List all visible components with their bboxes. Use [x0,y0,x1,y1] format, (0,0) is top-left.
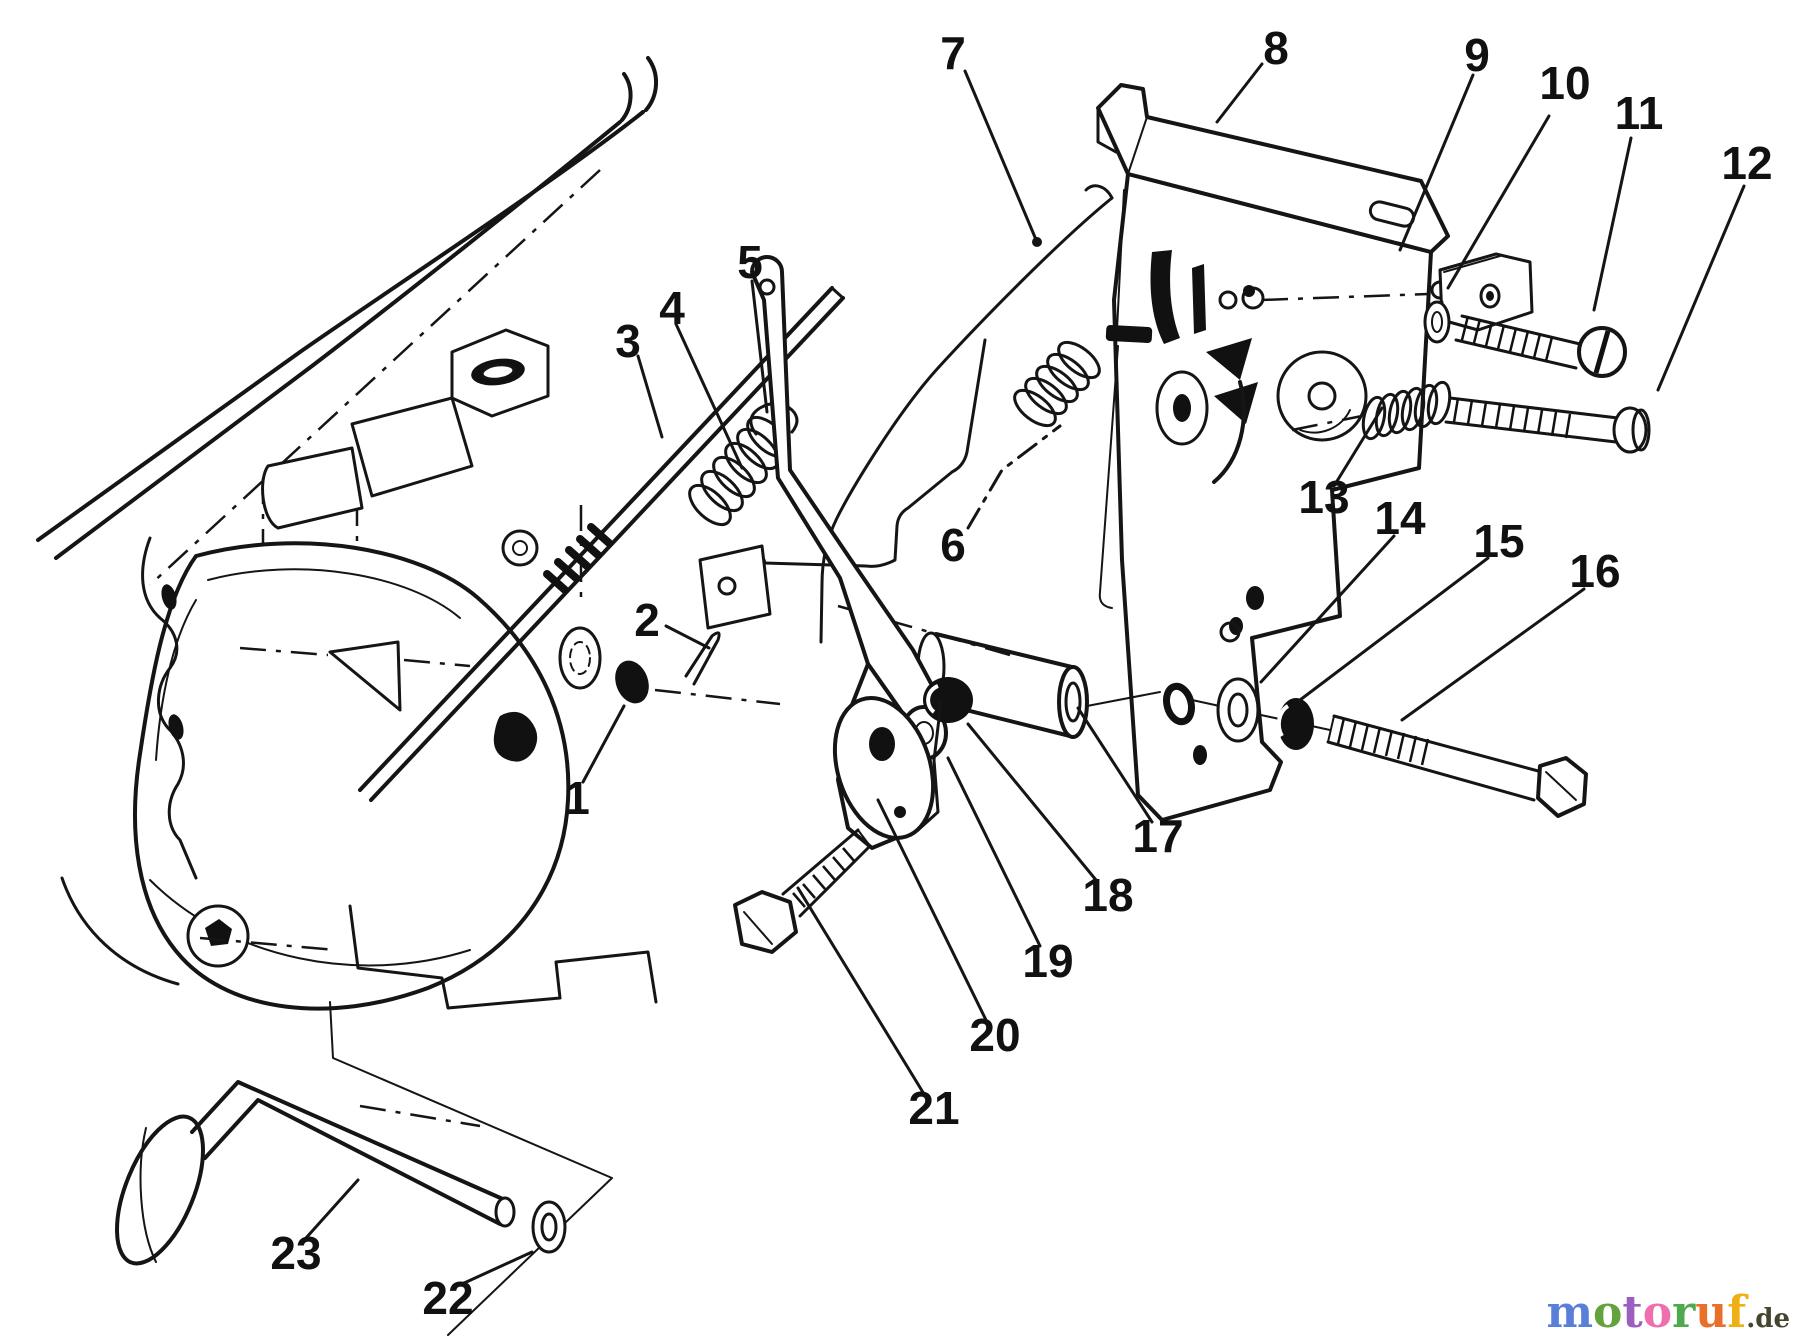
part-label-6: 6 [940,519,966,571]
part-label-23: 23 [270,1227,321,1279]
leader-line-19 [946,756,1042,948]
screw-12 [1444,396,1651,454]
part-label-20: 20 [969,1009,1020,1061]
watermark-letter: r [1672,1287,1696,1337]
part-label-3: 3 [615,315,641,367]
bell-crank-lever [615,255,973,954]
leader-line-20 [876,798,988,1022]
leader-line-17 [1076,706,1154,824]
part-label-18: 18 [1082,869,1133,921]
leader-line-4 [674,322,744,470]
part-label-11: 11 [1615,87,1664,139]
control-bracket [1096,83,1450,822]
part-label-7: 7 [940,27,966,79]
part-label-2: 2 [634,594,660,646]
leader-line-11 [1592,136,1633,312]
part-label-1: 1 [564,772,590,824]
part-label-13: 13 [1298,471,1349,523]
part-label-22: 22 [422,1272,473,1324]
leader-line-10 [1446,114,1551,290]
leader-line-13 [1332,406,1384,488]
nut-15 [1278,698,1314,750]
bolt-16 [1326,714,1588,818]
washer-10 [1423,300,1451,344]
leader-line-9 [1398,73,1475,252]
throttle-spring-6 [1013,340,1101,428]
washer-1 [615,660,649,704]
leader-line-21 [796,886,926,1096]
crankcase-housing [60,328,658,1011]
part-label-9: 9 [1464,29,1490,81]
screw-11 [1454,314,1627,378]
part-label-4: 4 [659,282,685,334]
part-label-10: 10 [1539,57,1590,109]
watermark-logo: motoruf.de [1546,1291,1790,1335]
leader-line-3 [636,354,664,439]
part-label-12: 12 [1721,137,1772,189]
leader-line-6 [966,424,1062,530]
leader-line-8 [1215,62,1264,124]
leader-line-7 [963,69,1039,244]
washer-14 [1216,677,1260,743]
part-label-14: 14 [1374,492,1426,544]
rod-spring-dark [543,523,613,594]
watermark-suffix: .de [1746,1304,1790,1334]
part-label-17: 17 [1132,810,1183,862]
nut-19 [923,677,973,723]
part-label-21: 21 [908,1082,959,1134]
leader-line-2 [664,624,711,650]
cam-disc [832,696,936,840]
cotter-pin-2 [684,631,721,686]
leader-line-5 [750,279,769,414]
leader-line-18 [966,722,1098,882]
leader-line-15 [1298,556,1490,702]
part-label-5: 5 [737,236,763,288]
leader-line-1 [581,704,626,784]
bolt-21 [733,828,872,954]
part-label-15: 15 [1473,515,1524,567]
speed-control-rod [115,1001,613,1336]
upper-right-fasteners [1261,252,1651,454]
leader-dot-7 [1032,237,1042,247]
watermark-letter: o [1642,1287,1673,1337]
watermark-letter: f [1727,1287,1747,1337]
leader-line-16 [1400,587,1586,722]
spring-13 [1361,380,1452,441]
watermark-letter: o [1593,1287,1623,1337]
part-label-8: 8 [1263,22,1289,74]
part-label-16: 16 [1569,545,1620,597]
watermark-letter: t [1622,1287,1643,1337]
watermark-letter: u [1695,1287,1728,1337]
leader-line-14 [1259,534,1396,684]
leader-line-22 [460,1250,534,1286]
part-label-19: 19 [1022,935,1073,987]
leader-line-23 [304,1178,360,1240]
lower-right-fasteners [1191,677,1588,818]
watermark-letter: m [1546,1287,1594,1337]
leader-line-12 [1656,184,1746,392]
